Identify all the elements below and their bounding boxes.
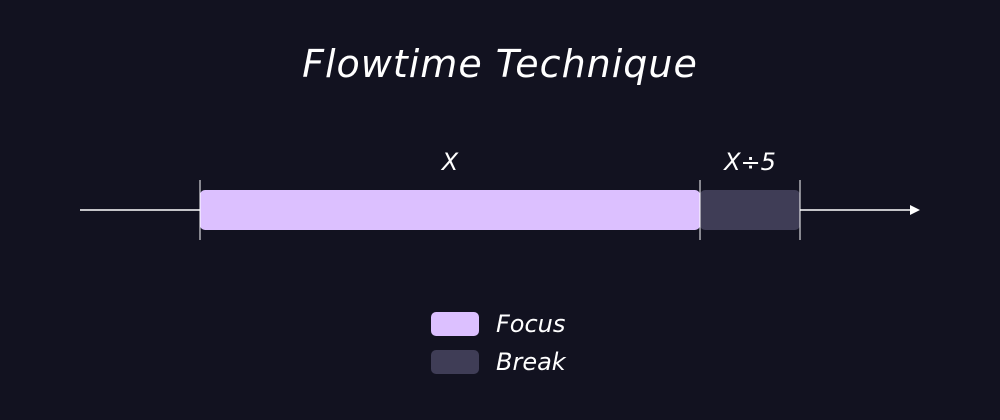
legend-label-break: Break <box>496 348 566 376</box>
focus-swatch <box>431 312 479 336</box>
break-segment <box>700 190 800 230</box>
legend-label-focus: Focus <box>496 310 566 338</box>
legend-item-break: Break <box>431 350 566 374</box>
timeline-arrowhead-icon <box>910 205 920 215</box>
break-swatch <box>431 350 479 374</box>
diagram-title: Flowtime Technique <box>302 42 698 86</box>
legend: Focus Break <box>431 312 566 388</box>
break-duration-label: X÷5 <box>722 148 776 176</box>
focus-segment <box>200 190 700 230</box>
legend-item-focus: Focus <box>431 312 566 336</box>
focus-duration-label: X <box>440 148 459 176</box>
